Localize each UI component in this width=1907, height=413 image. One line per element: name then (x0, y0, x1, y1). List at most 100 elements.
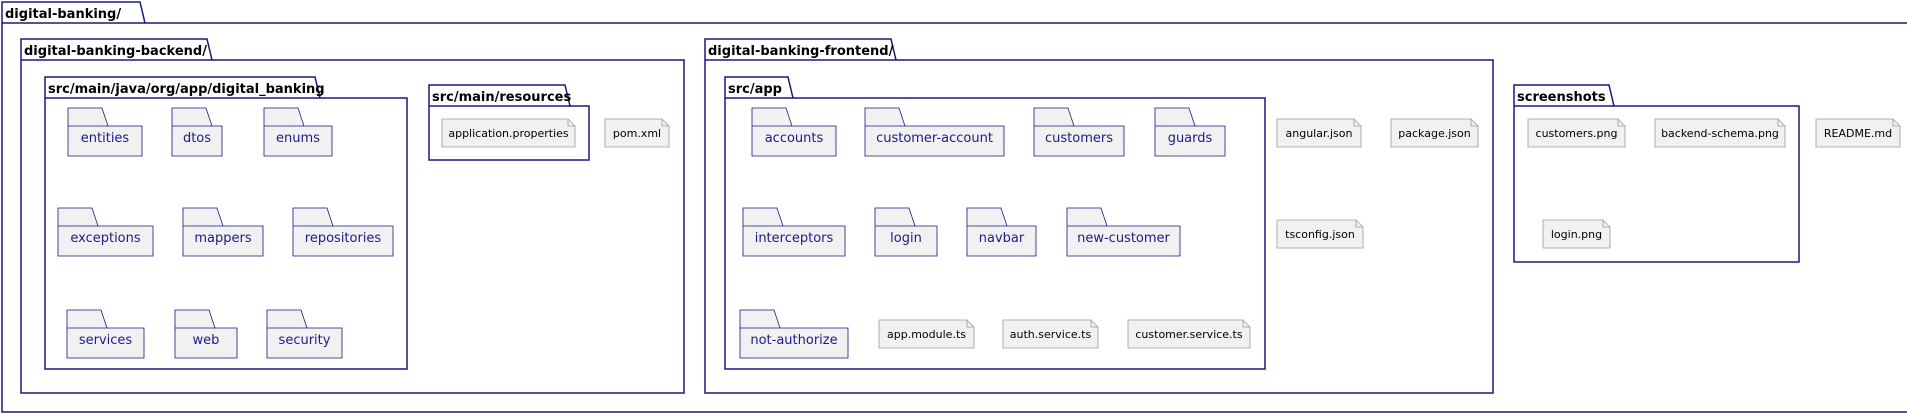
folder-customer-account-label: customer-account (876, 131, 993, 146)
folder-dtos[interactable]: dtos (171, 107, 223, 157)
folder-icon (1033, 107, 1125, 157)
folder-icon (751, 107, 837, 157)
folder-icon (67, 107, 143, 157)
file-icon (604, 118, 670, 148)
file-customers-png[interactable]: customers.png (1527, 118, 1626, 148)
folder-services[interactable]: services (66, 309, 145, 359)
folder-icon (864, 107, 1005, 157)
folder-icon (874, 207, 938, 257)
folder-accounts[interactable]: accounts (751, 107, 837, 157)
file-icon (1654, 118, 1786, 148)
folder-new-customer[interactable]: new-customer (1066, 207, 1181, 257)
folder-icon (66, 309, 145, 359)
file-icon (1276, 118, 1362, 148)
package-backend-title: digital-banking-backend/ (24, 44, 207, 59)
package-src-app: src/app (724, 76, 1266, 370)
folder-customer-account[interactable]: customer-account (864, 107, 1005, 157)
folder-icon (263, 107, 333, 157)
package-src-app-title: src/app (728, 82, 782, 97)
package-backend: digital-banking-backend/ (20, 38, 685, 394)
folder-not-authorize[interactable]: not-authorize (739, 309, 849, 359)
folder-icon (266, 309, 343, 359)
file-icon (1390, 118, 1479, 148)
package-screenshots-border (1513, 84, 1800, 263)
folder-dtos-label: dtos (183, 131, 211, 146)
folder-web-label: web (193, 333, 220, 348)
package-frontend-border (704, 38, 1494, 394)
folder-exceptions[interactable]: exceptions (57, 207, 154, 257)
file-backend-schema-png[interactable]: backend-schema.png (1654, 118, 1786, 148)
folder-customers[interactable]: customers (1033, 107, 1125, 157)
package-frontend: digital-banking-frontend/ (704, 38, 1494, 394)
folder-interceptors[interactable]: interceptors (742, 207, 846, 257)
folder-mappers[interactable]: mappers (182, 207, 264, 257)
folder-guards-label: guards (1168, 131, 1213, 146)
file-tsconfig-json-label: tsconfig.json (1285, 228, 1355, 241)
file-readme-md[interactable]: README.md (1815, 118, 1901, 148)
folder-exceptions-label: exceptions (70, 231, 141, 246)
file-pom-xml[interactable]: pom.xml (604, 118, 670, 148)
package-java-src: src/main/java/org/app/digital_banking (44, 76, 408, 370)
file-icon (1276, 219, 1364, 249)
folder-services-label: services (79, 333, 133, 348)
file-angular-json[interactable]: angular.json (1276, 118, 1362, 148)
folder-icon (174, 309, 238, 359)
file-icon (1815, 118, 1901, 148)
folder-security[interactable]: security (266, 309, 343, 359)
package-resources: src/main/resources (428, 84, 590, 161)
folder-not-authorize-label: not-authorize (750, 333, 837, 348)
folder-icon (57, 207, 154, 257)
file-tsconfig-json[interactable]: tsconfig.json (1276, 219, 1364, 249)
package-resources-title: src/main/resources (432, 90, 571, 105)
file-angular-json-label: angular.json (1286, 127, 1353, 140)
folder-guards[interactable]: guards (1154, 107, 1226, 157)
file-package-json[interactable]: package.json (1390, 118, 1479, 148)
file-icon (1542, 219, 1611, 249)
folder-icon (739, 309, 849, 359)
folder-web[interactable]: web (174, 309, 238, 359)
file-auth-service-ts-label: auth.service.ts (1010, 328, 1092, 341)
file-customer-service-ts-label: customer.service.ts (1135, 328, 1242, 341)
file-customer-service-ts[interactable]: customer.service.ts (1127, 319, 1251, 349)
file-auth-service-ts[interactable]: auth.service.ts (1002, 319, 1099, 349)
folder-login[interactable]: login (874, 207, 938, 257)
folder-customers-label: customers (1045, 131, 1113, 146)
file-icon (1527, 118, 1626, 148)
folder-repositories[interactable]: repositories (292, 207, 394, 257)
file-icon (878, 319, 975, 349)
file-application-properties-label: application.properties (448, 127, 569, 140)
file-login-png[interactable]: login.png (1542, 219, 1611, 249)
folder-navbar[interactable]: navbar (966, 207, 1037, 257)
file-app-module-ts[interactable]: app.module.ts (878, 319, 975, 349)
package-backend-border (20, 38, 685, 394)
folder-navbar-label: navbar (979, 231, 1025, 246)
folder-icon (966, 207, 1037, 257)
file-app-module-ts-label: app.module.ts (887, 328, 966, 341)
folder-icon (292, 207, 394, 257)
folder-icon (182, 207, 264, 257)
folder-icon (1066, 207, 1181, 257)
folder-repositories-label: repositories (305, 231, 382, 246)
folder-enums[interactable]: enums (263, 107, 333, 157)
file-icon (1127, 319, 1251, 349)
file-pom-xml-label: pom.xml (613, 127, 661, 140)
file-icon (441, 118, 576, 148)
folder-icon (1154, 107, 1226, 157)
package-screenshots: screenshots (1513, 84, 1800, 263)
folder-interceptors-label: interceptors (755, 231, 834, 246)
package-resources-border (428, 84, 590, 161)
folder-icon (742, 207, 846, 257)
package-frontend-title: digital-banking-frontend/ (708, 44, 894, 59)
folder-mappers-label: mappers (194, 231, 251, 246)
file-application-properties[interactable]: application.properties (441, 118, 576, 148)
file-login-png-label: login.png (1551, 228, 1602, 241)
folder-enums-label: enums (276, 131, 320, 146)
package-digital-banking-title: digital-banking/ (5, 7, 121, 22)
folder-entities[interactable]: entities (67, 107, 143, 157)
package-java-src-border (44, 76, 408, 370)
folder-entities-label: entities (81, 131, 130, 146)
folder-login-label: login (890, 231, 922, 246)
file-package-json-label: package.json (1398, 127, 1470, 140)
